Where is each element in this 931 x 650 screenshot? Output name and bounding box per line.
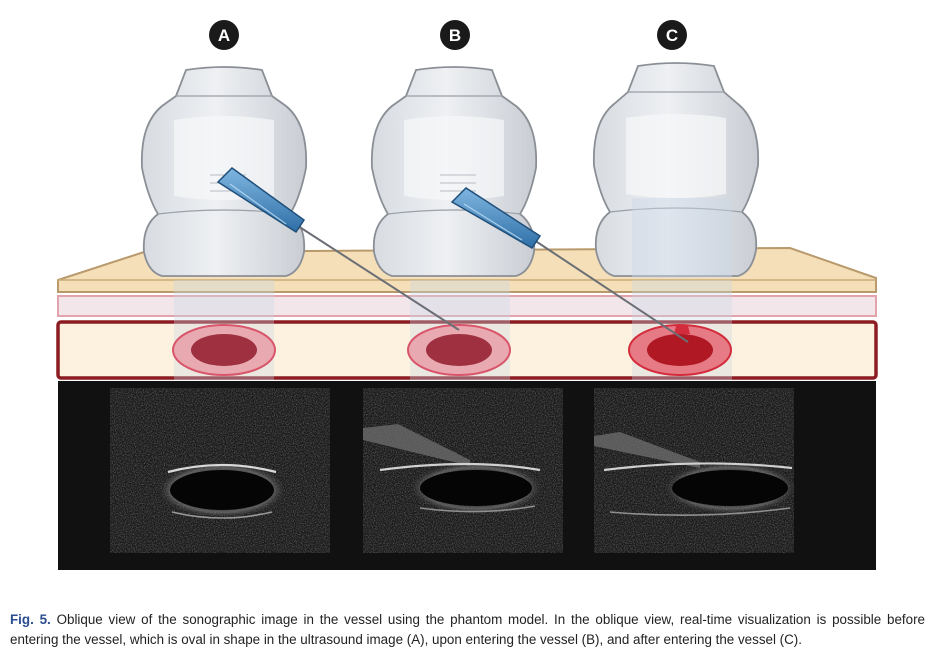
figure-number: Fig. 5. — [10, 612, 51, 628]
figure-illustration: A B C — [56, 20, 878, 570]
figure-caption: Fig. 5. Oblique view of the sonographic … — [10, 610, 925, 650]
needle-b — [450, 187, 689, 343]
ultrasound-image-b — [363, 388, 563, 553]
label-text-b: B — [449, 26, 461, 45]
vessel-b — [407, 324, 511, 376]
panel-label-a: A — [209, 20, 239, 50]
panel-label-c: C — [657, 20, 687, 50]
label-circle-b — [440, 20, 470, 50]
vessel-a — [172, 324, 276, 376]
figure: A B C — [56, 20, 878, 570]
ultrasound-image-a — [110, 388, 330, 553]
panel-label-b: B — [440, 20, 470, 50]
label-text-c: C — [666, 26, 678, 45]
probe-c — [592, 62, 760, 278]
fascia-layer — [57, 295, 877, 317]
vessel-c — [628, 324, 732, 376]
caption-text: Oblique view of the sonographic image in… — [10, 612, 925, 648]
probe-a — [140, 66, 308, 277]
label-text-a: A — [218, 26, 230, 45]
label-circle-c — [657, 20, 687, 50]
label-circle-a — [209, 20, 239, 50]
needle-a — [216, 167, 460, 331]
probe-b — [370, 66, 538, 277]
ultrasound-image-c — [594, 388, 796, 553]
